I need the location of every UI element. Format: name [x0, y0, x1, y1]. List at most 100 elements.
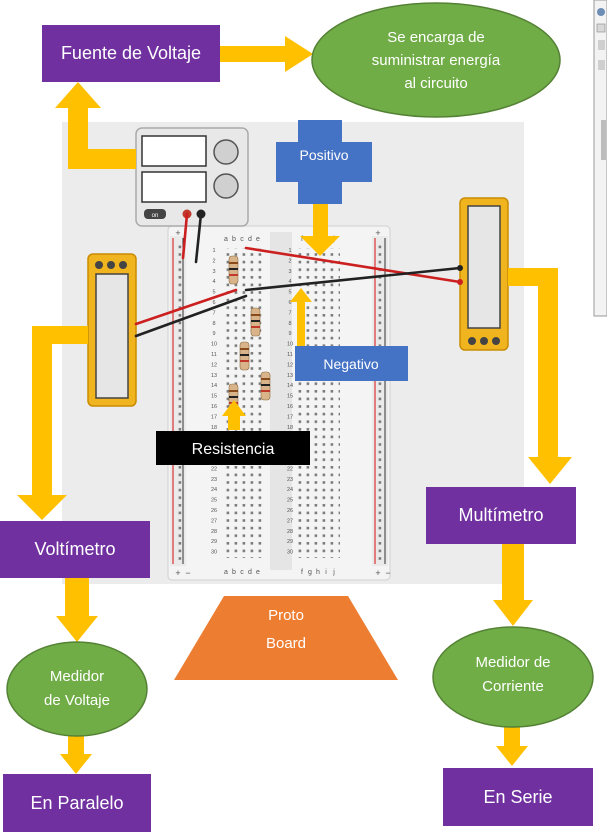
row-label: 1	[212, 248, 215, 254]
arrow-positivo-down	[300, 186, 340, 256]
multimeter-device	[459, 197, 509, 351]
column-label: g	[308, 569, 312, 576]
row-label: 25	[287, 498, 293, 504]
arrow-multimetro-down	[493, 544, 533, 626]
serie-label: En Serie	[483, 787, 552, 807]
column-label: d	[248, 569, 252, 576]
row-label: 30	[287, 550, 293, 556]
serie-box	[443, 768, 593, 826]
row-label: 12	[287, 362, 293, 368]
row-label: 29	[287, 539, 293, 545]
column-label: a	[224, 236, 228, 243]
suministro-line-1: Se encarga de	[387, 29, 485, 46]
negativo-label: Negativo	[323, 356, 378, 372]
medidor-voltaje-ellipse	[6, 641, 148, 737]
column-label: h	[316, 569, 320, 576]
row-label: 17	[287, 414, 293, 420]
row-label: 8	[288, 321, 291, 327]
row-label: 27	[211, 518, 217, 524]
row-label: 12	[211, 362, 217, 368]
arrow-medidor-voltaje-down	[60, 736, 92, 774]
row-label: 16	[287, 404, 293, 410]
paralelo-box	[3, 774, 151, 832]
row-label: 5	[288, 290, 291, 296]
row-label: 18	[211, 425, 217, 431]
protoboard-line-2: Board	[266, 635, 306, 652]
browser-window-fragment	[593, 0, 607, 317]
column-label: c	[240, 569, 244, 576]
row-label: 2	[212, 258, 215, 264]
voltimetro-label: Voltímetro	[34, 539, 115, 559]
row-label: 6	[288, 300, 291, 306]
arrow-negativo-up	[290, 288, 312, 346]
row-label: 25	[211, 498, 217, 504]
row-label: 23	[211, 477, 217, 483]
column-label: j	[332, 569, 335, 576]
row-label: 9	[288, 331, 291, 337]
row-label: 26	[211, 508, 217, 514]
medidor-corriente-line-2: Corriente	[482, 678, 544, 695]
row-label: 29	[211, 539, 217, 545]
multimetro-label: Multímetro	[458, 505, 543, 525]
row-label: 5	[212, 290, 215, 296]
row-label: 26	[287, 508, 293, 514]
medidor-voltaje-line-2: de Voltaje	[44, 692, 110, 709]
rail-minus-label: −	[185, 568, 190, 578]
column-label: e	[256, 569, 260, 576]
column-label: i	[325, 569, 327, 576]
row-label: 11	[287, 352, 293, 358]
negativo-callout	[295, 346, 408, 381]
arrow-voltimetro-down	[56, 578, 98, 642]
row-label: 7	[212, 310, 215, 316]
arrow-voltmeter-down	[17, 326, 88, 520]
row-label: 1	[288, 248, 291, 254]
column-label: f	[301, 569, 303, 576]
row-label: 28	[211, 529, 217, 535]
rail-plus-label: +	[375, 568, 380, 578]
medidor-corriente-line-1: Medidor de	[475, 654, 550, 671]
voltimetro-box	[0, 521, 150, 578]
arrow-resistencia-up	[222, 400, 246, 430]
row-label: 10	[211, 342, 217, 348]
row-label: 11	[211, 352, 217, 358]
row-label: 22	[287, 466, 293, 472]
breadboard-holes-left	[222, 248, 264, 558]
row-label: 22	[211, 466, 217, 472]
row-label: 13	[287, 373, 293, 379]
row-label: 3	[288, 269, 291, 275]
column-label: f	[301, 236, 303, 243]
fuente-label: Fuente de Voltaje	[61, 43, 201, 63]
paralelo-label: En Paralelo	[30, 793, 123, 813]
rail-plus-label: +	[375, 228, 380, 238]
row-label: 10	[287, 342, 293, 348]
row-label: 30	[211, 550, 217, 556]
medidor-corriente-ellipse	[432, 626, 594, 728]
row-label: 27	[287, 518, 293, 524]
suministro-line-3: al circuito	[404, 75, 467, 92]
row-label: 9	[212, 331, 215, 337]
column-label: b	[232, 569, 236, 576]
row-label: 28	[287, 529, 293, 535]
arrow-medidor-corriente-down	[496, 726, 528, 766]
row-label: 17	[211, 414, 217, 420]
power-supply	[135, 127, 249, 227]
row-label: 3	[212, 269, 215, 275]
column-label: c	[240, 236, 244, 243]
row-label: 4	[288, 279, 291, 285]
row-label: 24	[287, 487, 293, 493]
resistencia-callout	[156, 431, 310, 465]
row-label: 8	[212, 321, 215, 327]
row-label: 13	[211, 373, 217, 379]
arrow-fuente-to-ellipse	[220, 36, 313, 72]
protoboard-line-1: Proto	[268, 607, 304, 624]
suministro-ellipse	[311, 2, 561, 118]
row-label: 15	[287, 394, 293, 400]
row-label: 14	[211, 383, 217, 389]
column-label: d	[248, 236, 252, 243]
rail-minus-label: −	[385, 568, 390, 578]
suministro-line-2: suministrar energía	[372, 52, 501, 69]
resistencia-label: Resistencia	[192, 441, 275, 458]
voltmeter-device	[87, 253, 137, 407]
